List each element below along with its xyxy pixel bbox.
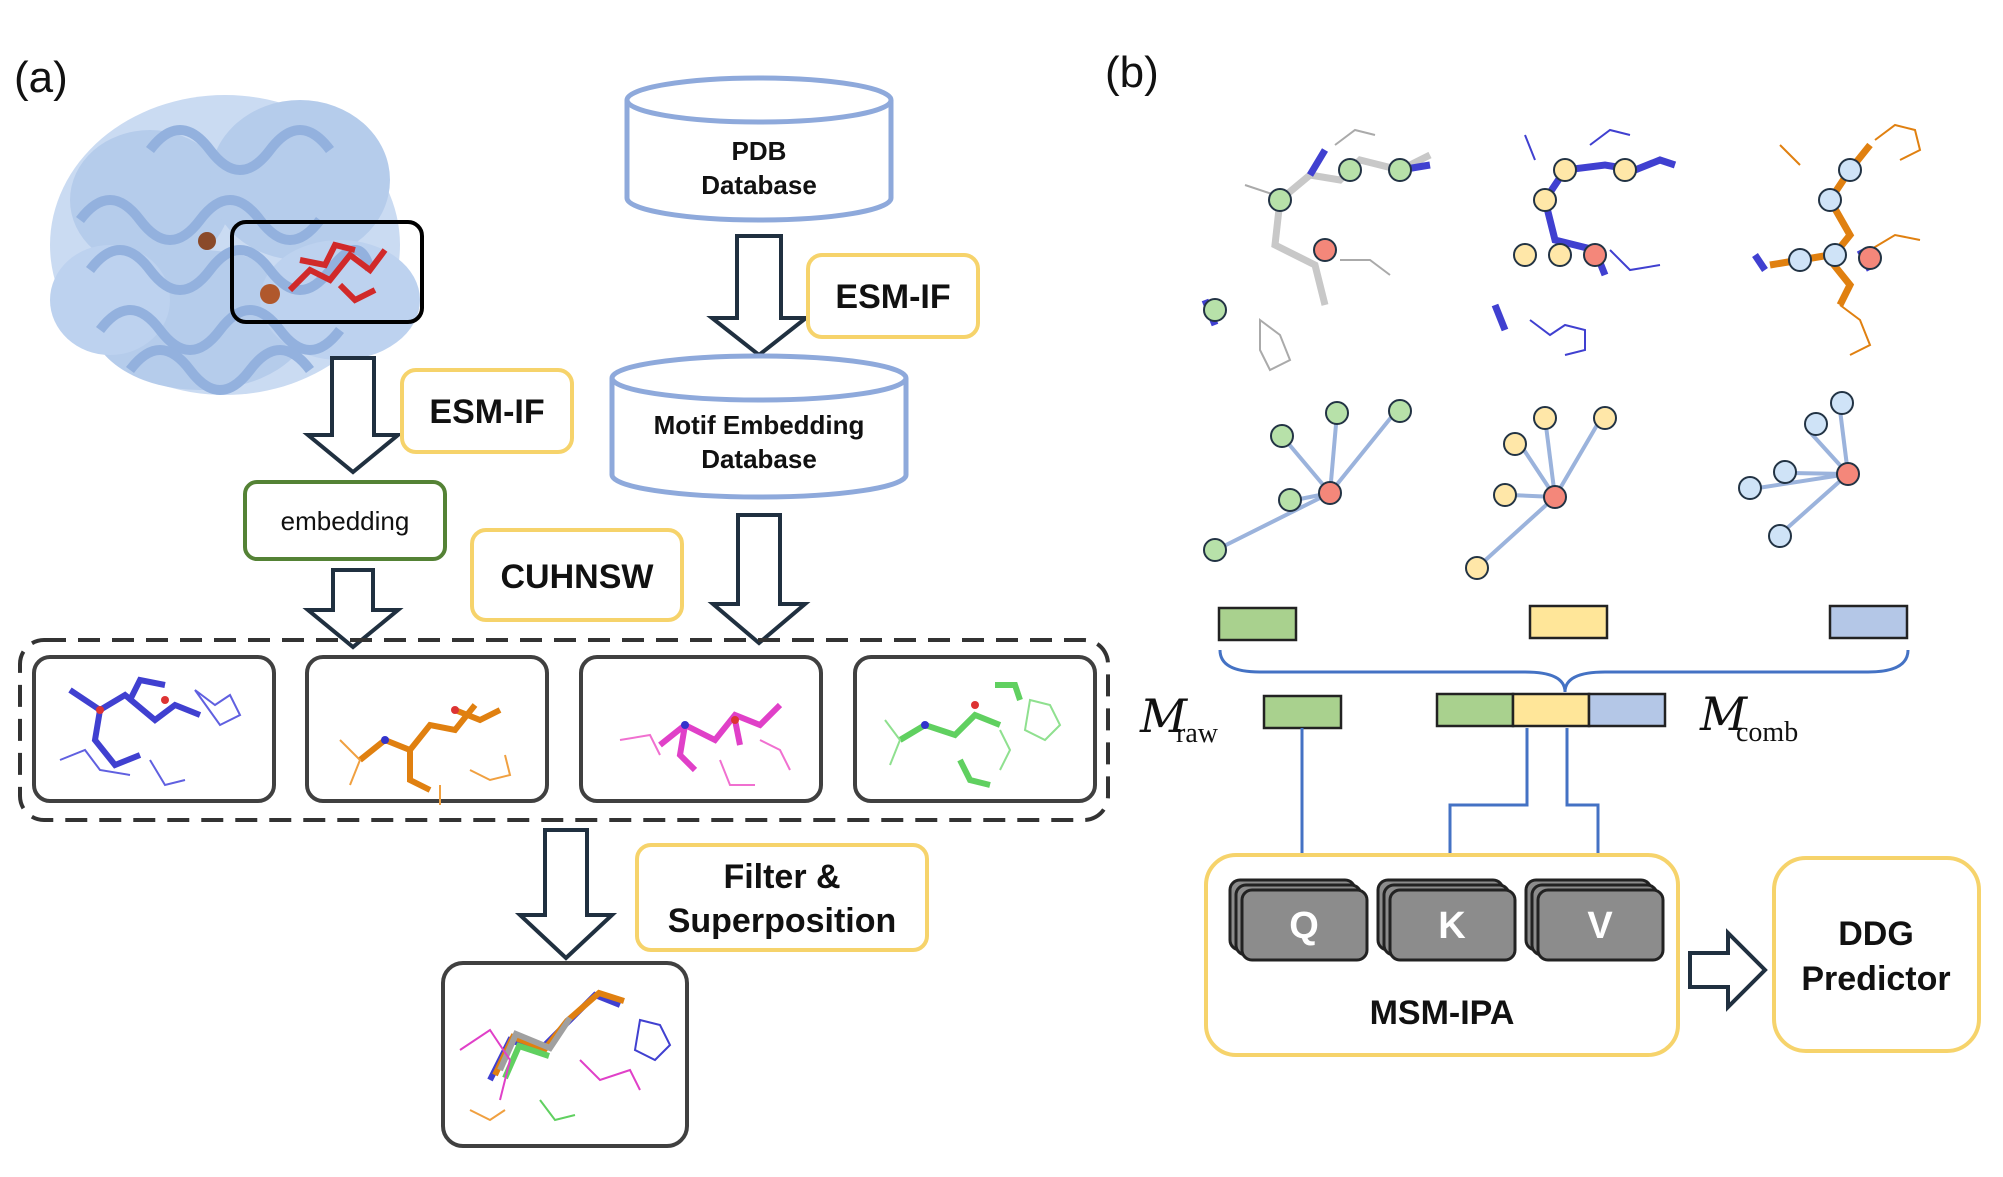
retrieved-motif-2 <box>305 655 549 805</box>
superposed-motifs <box>441 961 689 1148</box>
motif-highlight-box <box>230 220 424 324</box>
feature-bar-yellow <box>1528 604 1609 640</box>
cuhnsw-label: CUHNSW <box>501 558 655 596</box>
ddg-label-2: Predictor <box>1801 960 1950 998</box>
panel-b-label: (b) <box>1105 48 1159 97</box>
pdb-db-label-2: Database <box>701 170 817 200</box>
m-raw-symbol: M <box>1139 689 1189 743</box>
k-label: K <box>1438 905 1466 947</box>
m-raw-bar <box>1262 694 1343 730</box>
panel-a-label: (a) <box>14 53 68 102</box>
hollow-down-arrow-icon <box>706 234 812 358</box>
motif-db-label-1: Motif Embedding <box>654 410 865 440</box>
retrieved-motif-1 <box>32 655 276 803</box>
m-comb-bar-yellow <box>1511 692 1591 728</box>
motif-sticks-icon <box>287 241 388 304</box>
m-comb-subscript: comb <box>1736 717 1798 748</box>
molecule-stick-icon <box>1752 123 1922 356</box>
filter-label-2: Superposition <box>668 902 897 940</box>
esm-if-left-label: ESM-IF <box>429 393 544 431</box>
v-block <box>1524 878 1665 962</box>
cuhnsw-box <box>470 528 684 622</box>
m-comb-bar-green <box>1435 692 1515 728</box>
filter-superposition-box <box>635 843 929 952</box>
graph-node-icon <box>1465 406 1617 580</box>
esm-if-top-box <box>806 253 980 339</box>
v-label: V <box>1587 905 1613 947</box>
hollow-down-arrow-icon <box>514 828 618 961</box>
msm-ipa-label: MSM-IPA <box>1370 994 1515 1032</box>
metal-ion-icon <box>198 232 216 250</box>
molecule-stick-icon <box>1491 128 1677 356</box>
hollow-right-arrow-icon <box>1688 928 1768 1012</box>
retrieved-motifs-container <box>18 638 1110 822</box>
feature-bar-green <box>1217 606 1298 642</box>
q-label: Q <box>1289 905 1319 947</box>
motif-db-label-2: Database <box>701 444 817 474</box>
hollow-down-arrow-icon <box>302 568 404 650</box>
hollow-down-arrow-icon <box>707 513 811 646</box>
m-raw-subscript: raw <box>1176 718 1219 749</box>
retrieved-motif-3 <box>579 655 823 803</box>
m-comb-symbol: M <box>1699 687 1749 741</box>
pdb-database-icon <box>624 75 894 223</box>
m-comb-bar-blue <box>1587 692 1667 728</box>
embedding-label: embedding <box>281 506 410 536</box>
ddg-label-1: DDG <box>1838 915 1914 953</box>
q-block <box>1228 878 1369 962</box>
graph-node-icon <box>1203 399 1412 562</box>
ddg-predictor-box <box>1772 856 1981 1053</box>
k-block <box>1376 878 1517 962</box>
graph-node-icon <box>1738 391 1860 548</box>
protein-structure-icon <box>50 95 420 395</box>
pdb-db-label-1: PDB <box>732 136 787 166</box>
esm-if-top-label: ESM-IF <box>835 278 950 316</box>
retrieved-motif-4 <box>853 655 1097 803</box>
motif-database-icon <box>609 353 909 500</box>
filter-label-1: Filter & <box>723 858 840 896</box>
esm-if-left-box <box>400 368 574 454</box>
feature-bar-blue <box>1828 604 1909 640</box>
embedding-box <box>243 480 447 561</box>
metal-ion-icon <box>260 284 280 304</box>
molecule-stick-icon <box>1201 128 1432 372</box>
concat-brace <box>1218 649 1910 693</box>
hollow-down-arrow-icon <box>302 356 404 475</box>
